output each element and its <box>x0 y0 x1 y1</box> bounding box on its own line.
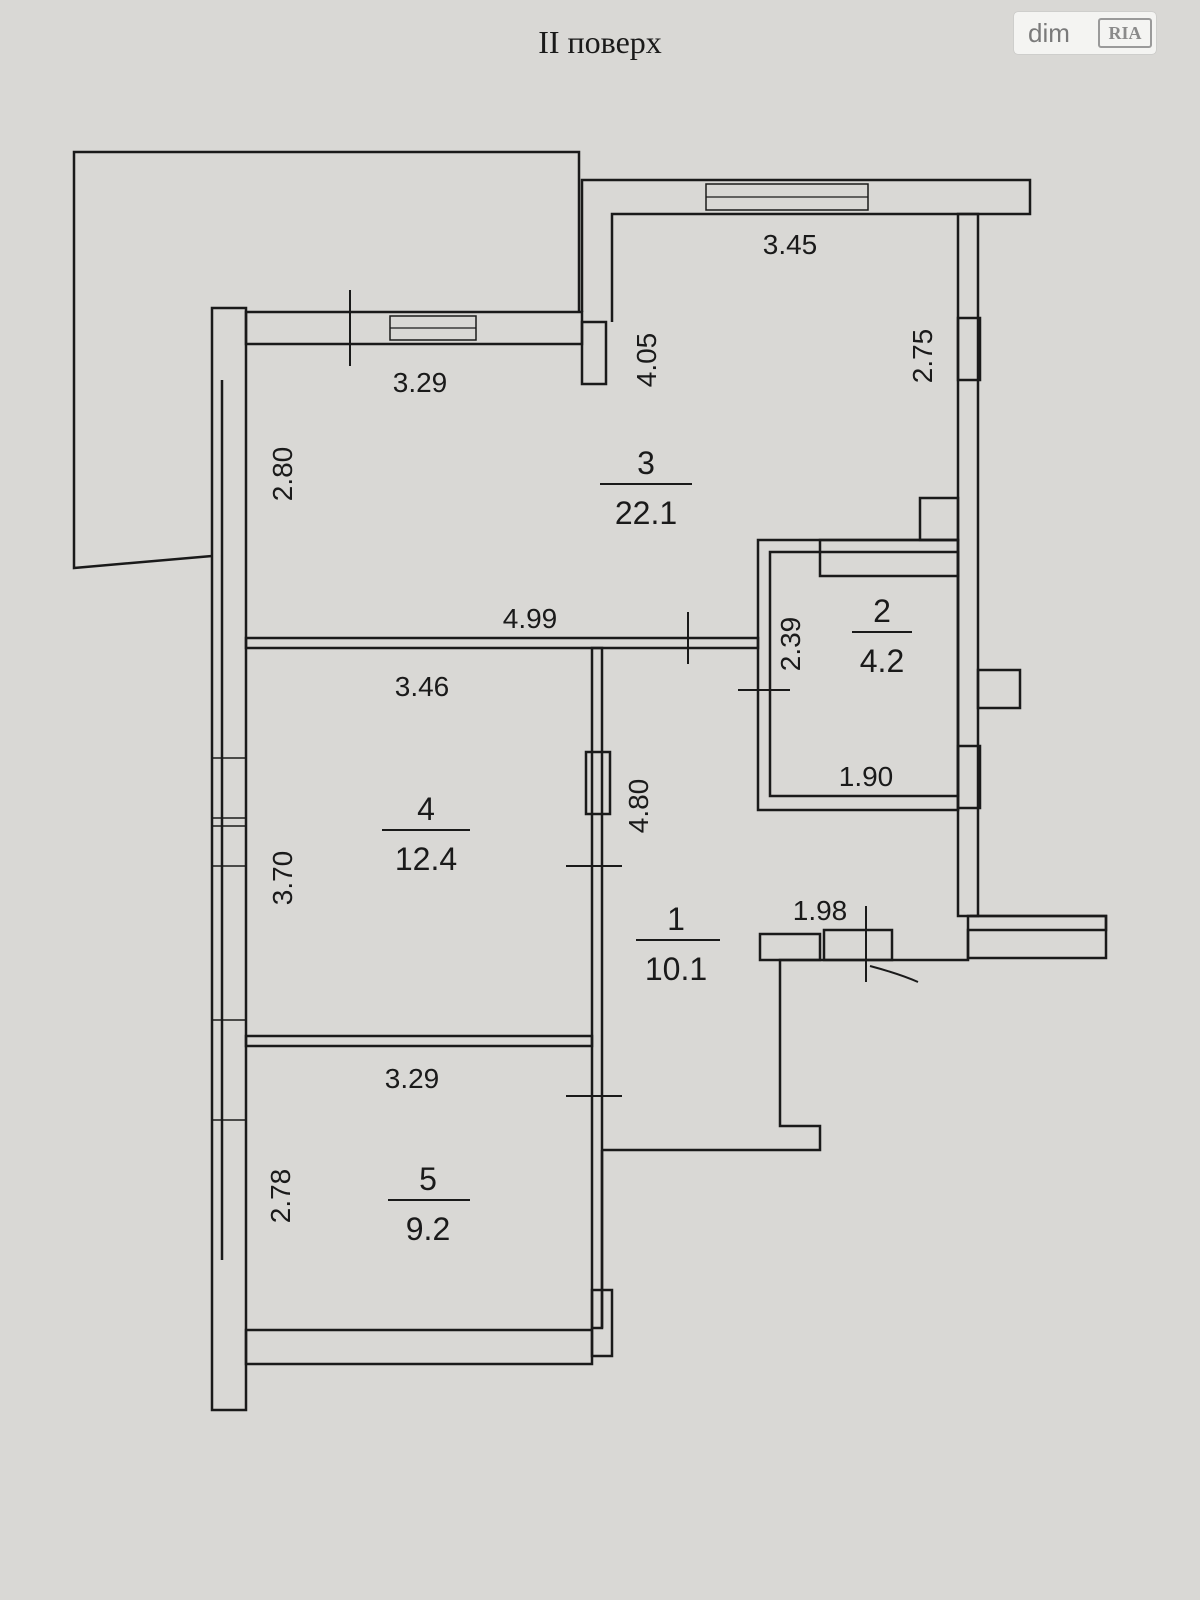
dim-room3-right: 2.75 <box>907 329 938 384</box>
dim-corridor-height: 4.80 <box>623 779 654 834</box>
window-room4-1 <box>211 757 247 819</box>
dimria-logo[interactable]: dim RIA <box>1014 12 1156 54</box>
right-wall-column-3 <box>956 744 982 810</box>
dim-entrance-width: 1.98 <box>793 895 848 926</box>
dim-room5-top: 3.29 <box>385 1063 440 1094</box>
room5-number: 5 <box>419 1161 437 1197</box>
wall-room4-room5 <box>244 1034 594 1048</box>
wall-room4-corridor <box>590 646 604 1330</box>
dim-room3-window-wall: 3.29 <box>393 367 448 398</box>
dim-room3-left: 2.80 <box>267 447 298 502</box>
room3-number: 3 <box>637 445 655 481</box>
floor-title: II поверх <box>538 24 662 60</box>
dim-room3-step: 4.05 <box>631 333 662 388</box>
dim-room4-top: 3.46 <box>395 671 450 702</box>
dim-room3-top: 3.45 <box>763 229 818 260</box>
window-room5 <box>211 1019 247 1121</box>
entrance-door-frame <box>822 928 894 962</box>
logo-dim-text: dim <box>1028 17 1070 48</box>
room5-area: 9.2 <box>406 1211 450 1247</box>
outer-left-wall <box>210 306 248 1412</box>
window-room4-2 <box>211 825 247 867</box>
bottom-wall <box>244 1328 594 1366</box>
entrance-right-block <box>966 914 1108 960</box>
dim-room2-width: 1.90 <box>839 761 894 792</box>
room3-area: 22.1 <box>615 495 677 531</box>
dim-room3-bottom: 4.99 <box>503 603 558 634</box>
logo-ria-mark: RIA <box>1098 18 1152 48</box>
room4-area: 12.4 <box>395 841 457 877</box>
room2-number: 2 <box>873 593 891 629</box>
dim-room2-height: 2.39 <box>775 617 806 672</box>
room2-inner <box>768 550 960 798</box>
dim-room5-left: 2.78 <box>265 1169 296 1224</box>
entrance-door-swing <box>869 965 919 983</box>
room1-area: 10.1 <box>645 951 707 987</box>
room2-corner-block <box>918 496 960 542</box>
dim-room4-left: 3.70 <box>267 851 298 906</box>
room2-top-block <box>818 538 960 578</box>
room1-number: 1 <box>667 901 685 937</box>
right-wall-column-2 <box>976 668 1022 710</box>
right-wall-column-1 <box>956 316 982 382</box>
entrance-block <box>758 932 822 962</box>
corridor-column <box>584 750 612 816</box>
balcony-outline <box>72 150 581 570</box>
wall-room3-room4 <box>244 636 760 650</box>
room2-area: 4.2 <box>860 643 904 679</box>
step-wall <box>580 178 1032 322</box>
room4-number: 4 <box>417 791 435 827</box>
outer-right-wall <box>956 212 980 918</box>
step-column <box>580 320 608 386</box>
